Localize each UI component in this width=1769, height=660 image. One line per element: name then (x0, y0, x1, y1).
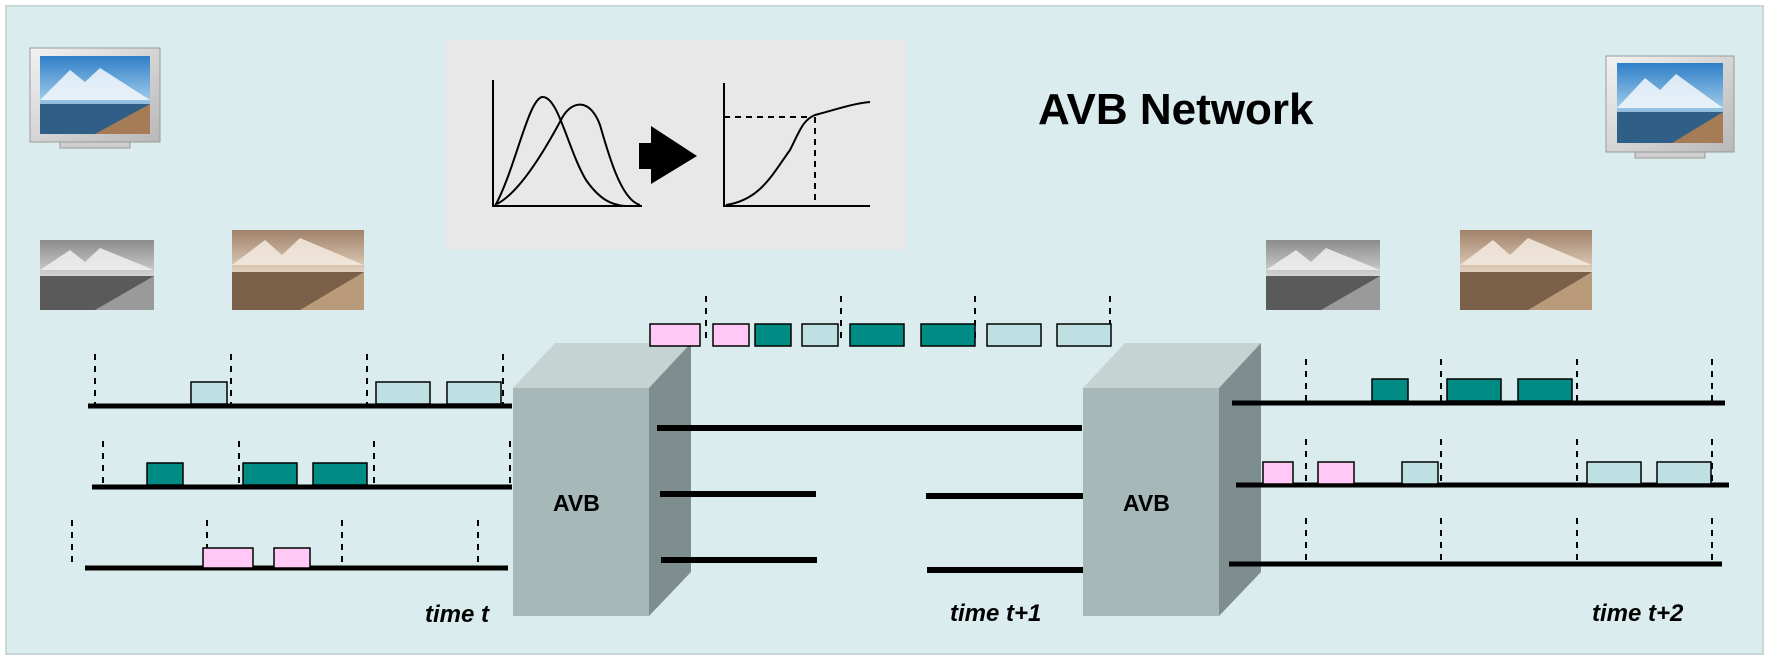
arrow-icon (639, 126, 697, 184)
time-label-t: time t (425, 601, 490, 628)
avb-switch-label: AVB (1123, 490, 1170, 516)
right-timelines (1229, 359, 1729, 567)
cdf-graph (723, 83, 871, 207)
grayscale-photo-thumbnail (40, 240, 154, 310)
center-links (657, 425, 1083, 573)
left-timelines (71, 354, 512, 571)
packets (1262, 378, 1712, 485)
sepia-photo-thumbnail (232, 230, 364, 310)
avb-switch-right: AVB (1083, 343, 1261, 616)
time-label-t1: time t+1 (950, 600, 1041, 627)
packets (146, 381, 502, 569)
grayscale-photo-thumbnail (1266, 240, 1380, 310)
time-label-t2: time t+2 (1592, 600, 1684, 627)
monitor-icon (1605, 55, 1735, 159)
pdf-graph (492, 80, 642, 207)
avb-switch-left: AVB (513, 343, 691, 616)
center-packet-stream (649, 296, 1112, 347)
monitor-icon (29, 47, 161, 149)
distribution-inset (446, 40, 906, 250)
avb-switch-label: AVB (553, 490, 600, 516)
sepia-photo-thumbnail (1460, 230, 1592, 310)
diagram-title: AVB Network (1038, 85, 1314, 134)
